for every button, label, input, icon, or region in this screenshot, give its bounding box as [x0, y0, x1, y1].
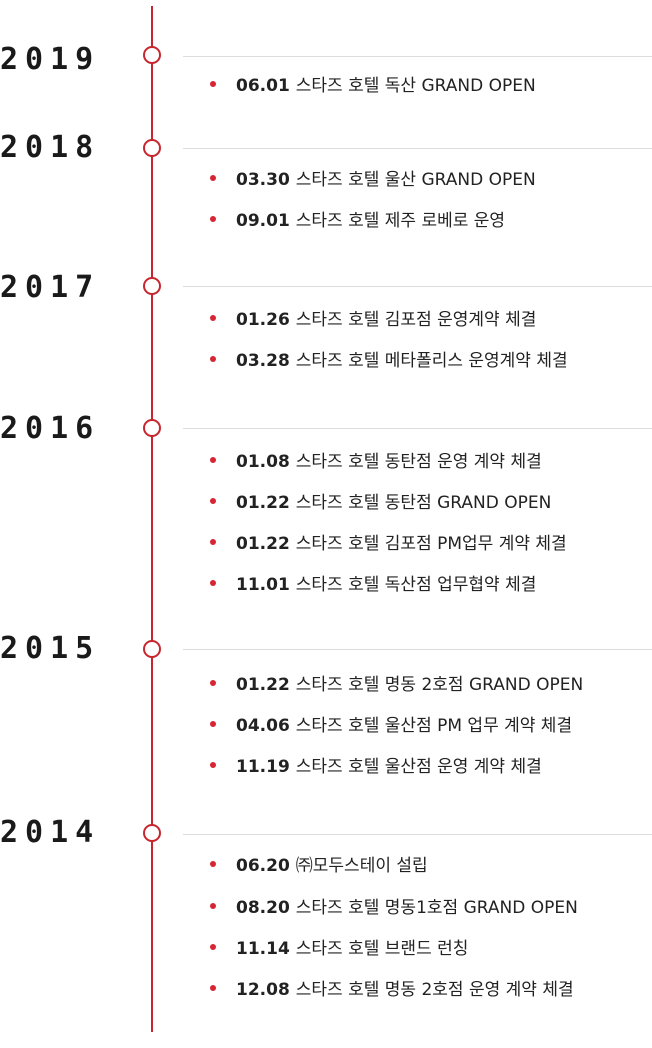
timeline-dot: [143, 277, 161, 295]
year-separator: [183, 56, 652, 57]
event-text: 스타즈 호텔 독산점 업무협약 체결: [295, 575, 537, 595]
event-date: 04.06: [236, 716, 290, 736]
event-text: 스타즈 호텔 메타폴리스 운영계약 체결: [295, 351, 568, 371]
bullet-icon: [210, 903, 216, 909]
event-text: 스타즈 호텔 김포점 PM업무 계약 체결: [295, 534, 567, 554]
event-date: 03.30: [236, 170, 290, 190]
timeline-dot: [143, 139, 161, 157]
bullet-icon: [210, 216, 216, 222]
timeline-line: [151, 6, 153, 1032]
bullet-icon: [210, 315, 216, 321]
year-separator: [183, 649, 652, 650]
event-date: 08.20: [236, 898, 290, 918]
event-date: 11.14: [236, 939, 290, 959]
bullet-icon: [210, 680, 216, 686]
event-text: 스타즈 호텔 제주 로베로 운영: [295, 211, 506, 231]
event-date: 01.22: [236, 534, 290, 554]
timeline-dot: [143, 46, 161, 64]
bullet-icon: [210, 81, 216, 87]
event-text: 스타즈 호텔 명동1호점 GRAND OPEN: [295, 898, 578, 918]
event-text: ㈜모두스테이 설립: [295, 856, 428, 876]
event-date: 01.22: [236, 493, 290, 513]
event-text: 스타즈 호텔 독산 GRAND OPEN: [295, 76, 536, 96]
year-label: 2019: [0, 42, 101, 77]
event-text: 스타즈 호텔 동탄점 GRAND OPEN: [295, 493, 552, 513]
event-date: 03.28: [236, 351, 290, 371]
event-text: 스타즈 호텔 울산 GRAND OPEN: [295, 170, 536, 190]
event-text: 스타즈 호텔 브랜드 런칭: [295, 939, 469, 959]
year-label: 2015: [0, 631, 101, 666]
event-date: 09.01: [236, 211, 290, 231]
year-separator: [183, 148, 652, 149]
event-date: 01.26: [236, 310, 290, 330]
timeline-dot: [143, 640, 161, 658]
timeline-event: 06.20㈜모두스테이 설립: [210, 854, 428, 878]
event-text: 스타즈 호텔 동탄점 운영 계약 체결: [295, 452, 542, 472]
bullet-icon: [210, 175, 216, 181]
year-label: 2017: [0, 270, 101, 305]
event-date: 11.19: [236, 757, 290, 777]
event-date: 01.22: [236, 675, 290, 695]
event-date: 06.20: [236, 856, 290, 876]
timeline-dot: [143, 824, 161, 842]
bullet-icon: [210, 356, 216, 362]
event-text: 스타즈 호텔 명동 2호점 운영 계약 체결: [295, 980, 574, 1000]
event-text: 스타즈 호텔 명동 2호점 GRAND OPEN: [295, 675, 584, 695]
year-separator: [183, 286, 652, 287]
bullet-icon: [210, 457, 216, 463]
bullet-icon: [210, 539, 216, 545]
timeline-dot: [143, 419, 161, 437]
bullet-icon: [210, 861, 216, 867]
year-label: 2018: [0, 130, 101, 165]
bullet-icon: [210, 721, 216, 727]
year-label: 2014: [0, 815, 101, 850]
year-separator: [183, 834, 652, 835]
year-separator: [183, 428, 652, 429]
event-date: 06.01: [236, 76, 290, 96]
event-date: 01.08: [236, 452, 290, 472]
event-text: 스타즈 호텔 울산점 운영 계약 체결: [295, 757, 542, 777]
bullet-icon: [210, 498, 216, 504]
event-date: 11.01: [236, 575, 290, 595]
event-date: 12.08: [236, 980, 290, 1000]
event-text: 스타즈 호텔 김포점 운영계약 체결: [295, 310, 537, 330]
bullet-icon: [210, 580, 216, 586]
year-label: 2016: [0, 411, 101, 446]
bullet-icon: [210, 762, 216, 768]
event-text: 스타즈 호텔 울산점 PM 업무 계약 체결: [295, 716, 573, 736]
bullet-icon: [210, 944, 216, 950]
bullet-icon: [210, 985, 216, 991]
